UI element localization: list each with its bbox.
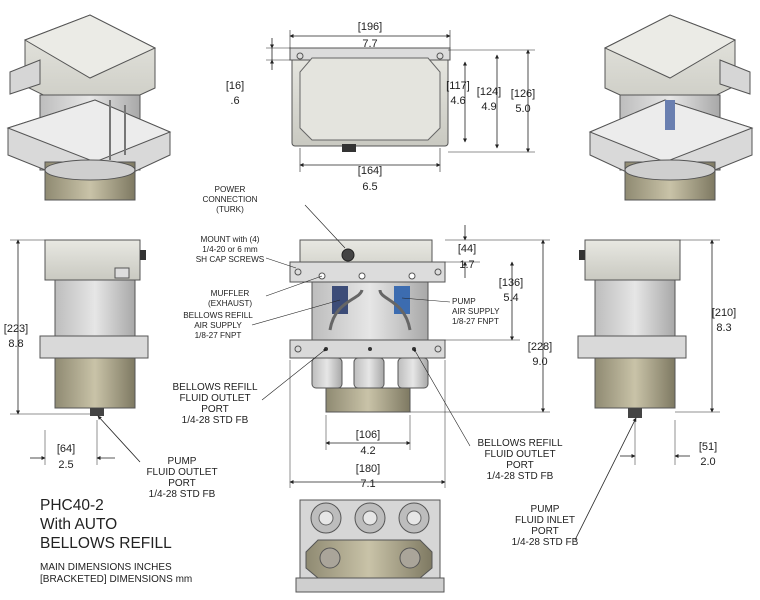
svg-text:PORT: PORT <box>168 478 196 489</box>
svg-text:PUMP: PUMP <box>452 297 476 306</box>
callout-pump-fluid-outlet: PUMP FLUID OUTLET PORT 1/4-28 STD FB <box>146 456 217 500</box>
svg-text:PORT: PORT <box>506 460 534 471</box>
callout-bellows-refill-air-supply: BELLOWS REFILL AIR SUPPLY 1/8-27 FNPT <box>183 311 253 340</box>
dim-126-mm: [126] <box>511 88 535 100</box>
svg-text:AIR SUPPLY: AIR SUPPLY <box>194 321 242 330</box>
dim-16-in: .6 <box>230 95 239 107</box>
svg-text:PUMP: PUMP <box>531 504 560 515</box>
dim-44-mm: [44] <box>458 243 476 255</box>
dim-196-in: 7.7 <box>362 38 377 50</box>
dim-64-in: 2.5 <box>58 459 73 471</box>
dim-136-mm: [136] <box>499 277 523 289</box>
callout-mount: MOUNT with (4) 1/4-20 or 6 mm SH CAP SCR… <box>196 235 265 264</box>
svg-text:1/8-27 FNPT: 1/8-27 FNPT <box>195 331 242 340</box>
isometric-view-right <box>588 14 754 201</box>
dim-136-in: 5.4 <box>503 292 518 304</box>
dim-124-mm: [124] <box>477 86 501 98</box>
svg-text:1/4-28 STD FB: 1/4-28 STD FB <box>512 537 579 548</box>
dim-117-mm: [117] <box>446 80 470 92</box>
svg-text:MOUNT with (4): MOUNT with (4) <box>201 235 260 244</box>
dim-228-mm: [228] <box>528 341 552 353</box>
callout-pump-air-supply: PUMP AIR SUPPLY 1/8-27 FNPT <box>452 297 500 326</box>
svg-text:(TURK): (TURK) <box>216 205 244 214</box>
callout-pump-fluid-inlet: PUMP FLUID INLET PORT 1/4-28 STD FB <box>512 504 579 548</box>
svg-text:1/4-28 STD FB: 1/4-28 STD FB <box>182 415 249 426</box>
front-view <box>251 204 550 488</box>
units-note-line-1: MAIN DIMENSIONS INCHES <box>40 562 172 573</box>
units-note-line-2: [BRACKETED] DIMENSIONS mm <box>40 574 193 585</box>
dim-106-in: 4.2 <box>360 445 375 457</box>
svg-text:CONNECTION: CONNECTION <box>202 195 257 204</box>
units-note: MAIN DIMENSIONS INCHES [BRACKETED] DIMEN… <box>40 562 192 586</box>
svg-text:(EXHAUST): (EXHAUST) <box>208 299 252 308</box>
dim-124-in: 4.9 <box>481 101 496 113</box>
isometric-view-left <box>6 14 172 201</box>
svg-text:POWER: POWER <box>215 185 246 194</box>
right-side-view <box>574 239 720 541</box>
dim-196-mm: [196] <box>358 21 382 33</box>
dim-223-in: 8.8 <box>8 338 23 350</box>
svg-text:1/4-28 STD FB: 1/4-28 STD FB <box>149 489 216 500</box>
svg-text:FLUID OUTLET: FLUID OUTLET <box>484 449 555 460</box>
svg-text:FLUID OUTLET: FLUID OUTLET <box>179 393 250 404</box>
callout-bellows-outlet-right: BELLOWS REFILL FLUID OUTLET PORT 1/4-28 … <box>477 438 562 482</box>
callout-muffler: MUFFLER (EXHAUST) <box>208 289 252 308</box>
dim-106-mm: [106] <box>356 429 380 441</box>
dim-16-mm: [16] <box>226 80 244 92</box>
title-line-2: With AUTO <box>40 516 118 533</box>
svg-text:BELLOWS REFILL: BELLOWS REFILL <box>172 382 257 393</box>
svg-text:SH CAP SCREWS: SH CAP SCREWS <box>196 255 265 264</box>
dim-44-in: 1.7 <box>459 259 474 271</box>
dim-228-in: 9.0 <box>532 356 547 368</box>
dim-210-in: 8.3 <box>716 322 731 334</box>
dim-51-in: 2.0 <box>700 456 715 468</box>
svg-text:AIR SUPPLY: AIR SUPPLY <box>452 307 500 316</box>
svg-text:PORT: PORT <box>531 526 559 537</box>
dim-126-in: 5.0 <box>515 103 530 115</box>
dim-223-mm: [223] <box>4 323 28 335</box>
drawing-title: PHC40-2 With AUTO BELLOWS REFILL <box>40 496 172 553</box>
dim-180-in: 7.1 <box>360 478 375 490</box>
dim-51-mm: [51] <box>699 441 717 453</box>
svg-text:1/4-20 or 6 mm: 1/4-20 or 6 mm <box>202 245 258 254</box>
bottom-view <box>295 499 445 593</box>
dim-64-mm: [64] <box>57 443 75 455</box>
callout-bellows-outlet-left: BELLOWS REFILL FLUID OUTLET PORT 1/4-28 … <box>172 382 257 426</box>
dim-180-mm: [180] <box>356 463 380 475</box>
left-side-view <box>10 239 149 465</box>
title-line-3: BELLOWS REFILL <box>40 535 172 552</box>
top-view <box>266 30 535 172</box>
dim-210-mm: [210] <box>712 307 736 319</box>
svg-text:PORT: PORT <box>201 404 229 415</box>
title-line-1: PHC40-2 <box>40 497 104 514</box>
svg-text:MUFFLER: MUFFLER <box>211 289 250 298</box>
svg-text:1/8-27 FNPT: 1/8-27 FNPT <box>452 317 499 326</box>
dim-164-in: 6.5 <box>362 181 377 193</box>
dim-164-mm: [164] <box>358 165 382 177</box>
dim-117-in: 4.6 <box>450 95 465 107</box>
svg-text:BELLOWS REFILL: BELLOWS REFILL <box>477 438 562 449</box>
svg-text:FLUID INLET: FLUID INLET <box>515 515 575 526</box>
svg-text:FLUID OUTLET: FLUID OUTLET <box>146 467 217 478</box>
svg-text:BELLOWS REFILL: BELLOWS REFILL <box>183 311 253 320</box>
svg-text:PUMP: PUMP <box>168 456 197 467</box>
svg-text:1/4-28 STD FB: 1/4-28 STD FB <box>487 471 554 482</box>
callout-power-connection: POWER CONNECTION (TURK) <box>202 185 257 214</box>
